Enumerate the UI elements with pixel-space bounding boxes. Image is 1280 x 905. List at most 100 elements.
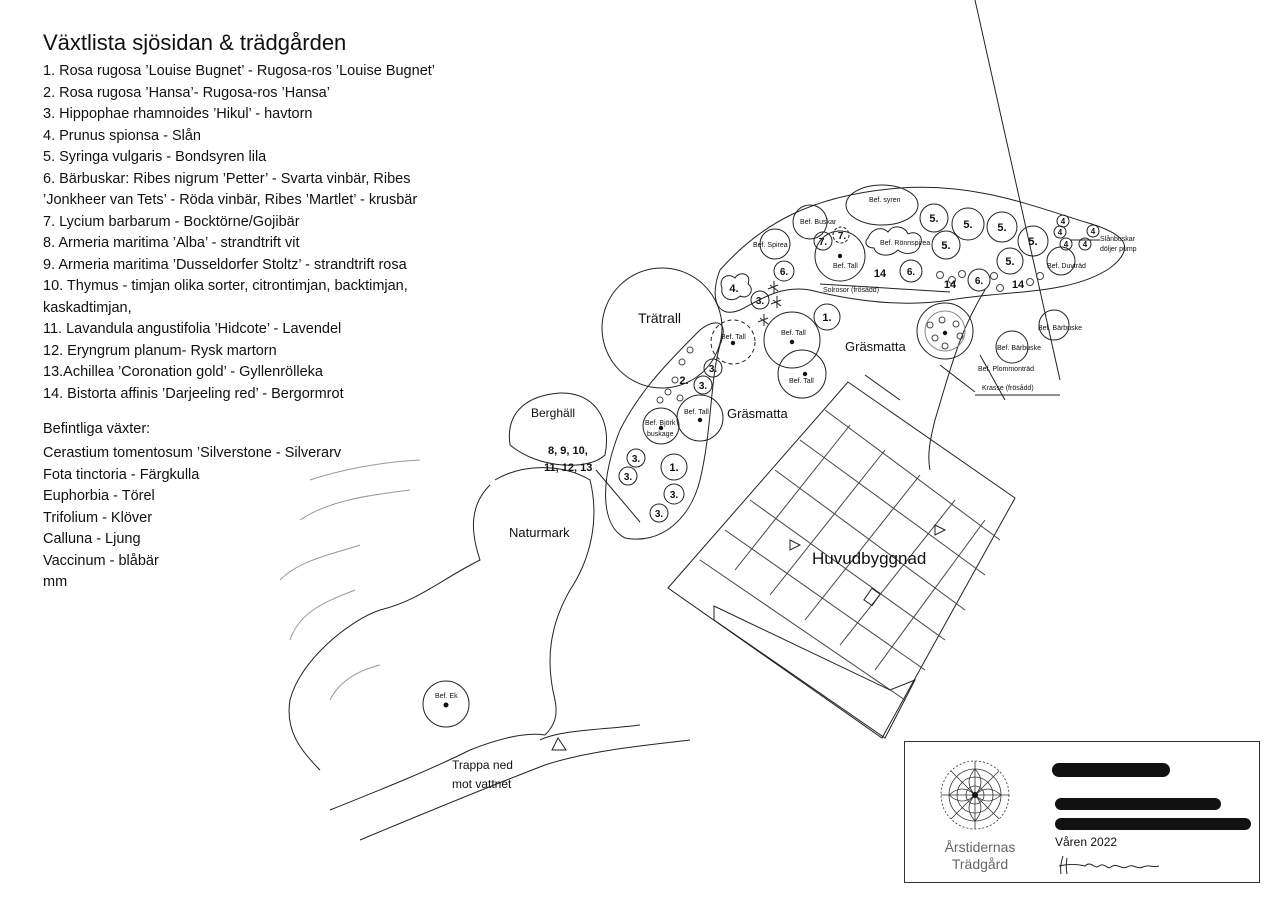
plant-circle [649, 503, 669, 523]
shrub-bjork [642, 407, 680, 445]
rock-outline [508, 392, 607, 466]
title-block: Årstidernas Trädgård Våren 2022 [904, 741, 1260, 883]
barbuske-label: Bef. Bärbuske [1038, 325, 1082, 332]
tree-tall [763, 311, 821, 369]
combo-label: 8, 9, 10, [548, 445, 588, 457]
season-label: Våren 2022 [1055, 835, 1118, 849]
bjork-label: Bef. Björk [645, 420, 676, 427]
shrub-syren [845, 184, 919, 226]
plant-circle [899, 259, 923, 283]
existing-plant-item: Euphorbia - Törel [43, 488, 155, 504]
plant-number: 4 [1091, 227, 1096, 236]
plant-number: 6. [780, 267, 789, 278]
combo-label: 11, 12, 13 [544, 462, 592, 474]
plant-list-item: 6. Bärbuskar: Ribes nigrum ’Petter’ - Sv… [43, 170, 418, 209]
existing-plant-item: Calluna - Ljung [43, 531, 141, 547]
plant-circle [813, 231, 833, 251]
tree-ek [422, 680, 470, 728]
plant-circle [626, 448, 646, 468]
spirea-label: Bef. Spirea [753, 242, 788, 249]
house-detail [863, 587, 881, 607]
plant-number: 1. [822, 312, 831, 324]
existing-plants-list: Cerastium tomentosum ’Silverstone - Silv… [43, 443, 341, 594]
nature-outline [494, 467, 595, 736]
plant-circle [986, 211, 1018, 243]
buskar-label: Bef. Buskar [800, 219, 837, 226]
redaction-bar [1052, 763, 1170, 777]
star-plants [757, 281, 782, 326]
plant-number: 14 [944, 279, 957, 291]
plant-circle [813, 303, 841, 331]
nature-sketch [279, 459, 421, 701]
existing-plant-item: Vaccinum - blåbär [43, 552, 159, 569]
tall-label: Bef. Tall [833, 263, 858, 270]
shrub-ronnspirea [865, 226, 922, 256]
plant-number: 4 [1061, 217, 1066, 226]
krasse-leader [974, 0, 1061, 381]
redaction-bar [1055, 818, 1251, 830]
plant-number: 4. [729, 283, 738, 295]
plant-number: 3. [709, 364, 718, 375]
existing-plant-item: Trifolium - Klöver [43, 509, 153, 526]
small-plants [656, 270, 1044, 404]
tall-label: Bef. Tall [684, 409, 709, 416]
plant-circle [663, 483, 685, 505]
tall-label: Bef. Tall [721, 334, 746, 341]
plant-list-item: 10. Thymus - timjan olika sorter, citron… [43, 278, 408, 316]
roof-lines [699, 409, 1001, 701]
plant-list-item: 11. Lavandula angustifolia ’Hidcote’ - L… [43, 321, 342, 337]
lawn-label: Gräsmatta [727, 406, 788, 421]
plant-number: 5. [997, 222, 1006, 234]
nature-outline-left [288, 484, 491, 771]
plant-number: 3. [632, 454, 641, 465]
plant-circle [951, 207, 985, 241]
tall-label: Bef. Tall [781, 330, 806, 337]
mandala-logo [940, 760, 1010, 830]
flower-bed-inner [924, 310, 966, 352]
plant-list-item: 8. Armeria maritima ’Alba’ - strandtrift… [43, 235, 300, 251]
plant-number: 5. [941, 240, 950, 252]
slanbuskar-label: Slånbuskar [1100, 235, 1136, 243]
plant-list-item: 2. Rosa rugosa ’Hansa’- Rugosa-ros ’Hans… [43, 84, 330, 101]
stair-triangle [551, 737, 567, 751]
plant-number: 6. [907, 267, 916, 278]
plant-circle [1017, 225, 1049, 257]
plan-title: Växtlista sjösidan & trädgården [43, 30, 347, 55]
plant-circle [660, 453, 688, 481]
brand-line: Årstidernas [944, 839, 1016, 855]
nature-label: Naturmark [509, 525, 570, 540]
house-label: Huvudbyggnad [812, 549, 926, 568]
plant-number: 3. [699, 381, 708, 392]
leader-line [819, 283, 951, 293]
plant-number: 14 [1012, 279, 1025, 291]
lawn-label: Gräsmatta [845, 339, 906, 354]
plommon-label: Bef. Plommonträd [978, 366, 1034, 373]
plant-circle [1086, 224, 1100, 238]
existing-plants-heading: Befintliga växter: [43, 421, 151, 437]
barbuske-label: Bef. Bärbuske [997, 345, 1041, 352]
signature [1058, 855, 1160, 875]
deck-label: Trätrall [638, 310, 681, 326]
brand-name: Årstidernas Trädgård [925, 839, 1035, 873]
shrub-barbuske [995, 330, 1029, 364]
tree-duvtrad [1046, 246, 1076, 276]
plant-number: 6. [975, 276, 984, 287]
plant-number: 3. [624, 472, 633, 483]
krasse-label: Krasse (frösådd) [982, 384, 1034, 392]
plant-circle [703, 358, 723, 378]
plant-circle [773, 260, 795, 282]
plant-list-item: 1. Rosa rugosa ’Louise Bugnet’ - Rugosa-… [43, 63, 436, 79]
tree-dots [443, 253, 948, 708]
plant-circle [750, 290, 770, 310]
stairs-label: Trappa ned [452, 758, 513, 772]
plant-number: 5. [1005, 256, 1014, 268]
plant-number: 5. [963, 219, 972, 231]
leader-line [595, 469, 641, 523]
plant-circle [996, 247, 1024, 275]
solrosor-label: Solrosor (frösådd) [823, 286, 879, 294]
existing-plant-item: Cerastium tomentosum ’Silverstone - Silv… [43, 445, 342, 461]
tree-tall [710, 319, 756, 365]
duvtrad-label: Bef. Duvträd [1047, 263, 1086, 270]
shrub-buskar [792, 204, 828, 240]
